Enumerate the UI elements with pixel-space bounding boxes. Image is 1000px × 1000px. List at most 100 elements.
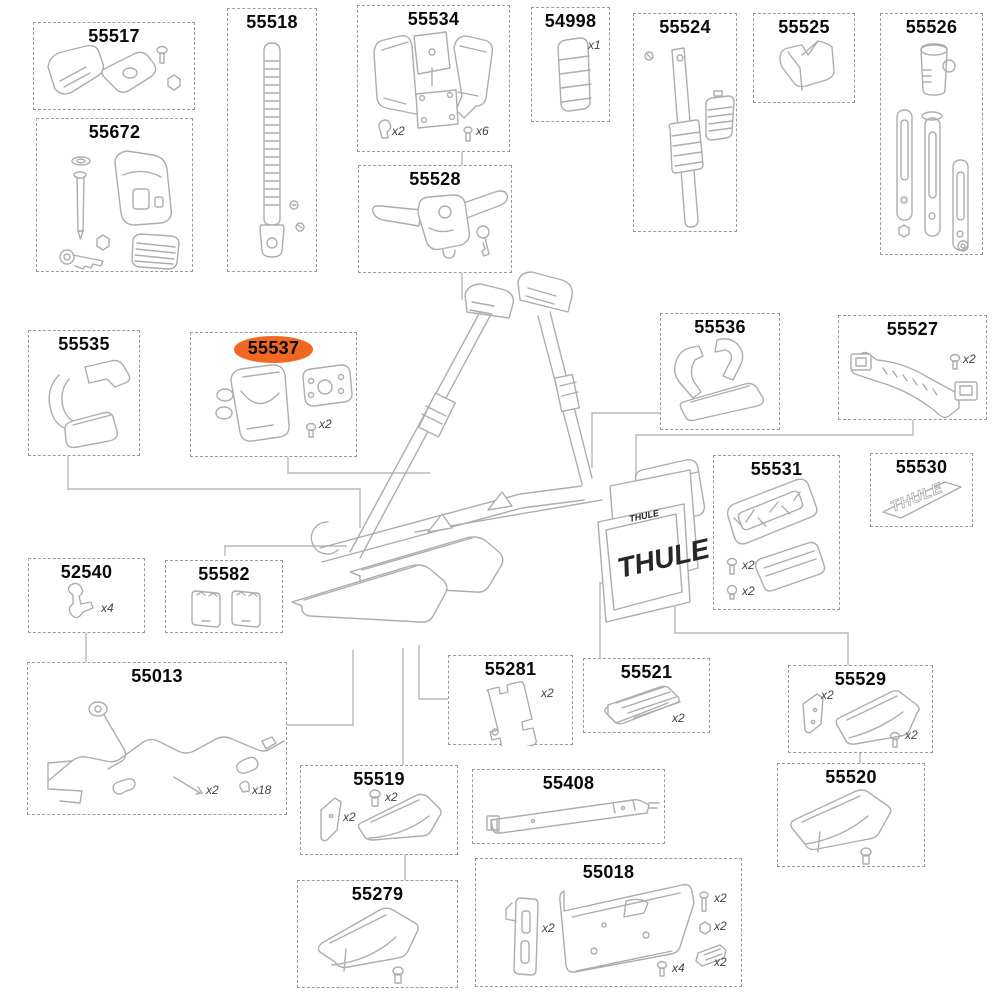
part-55530-drawing: THULE	[882, 479, 962, 519]
part-number-label-highlighted: 55537	[191, 336, 356, 363]
part-number-label: 55517	[88, 26, 140, 46]
part-55279-drawing	[317, 907, 419, 984]
part-box-55408[interactable]: 55408	[472, 769, 665, 844]
part-55527-drawing	[850, 351, 978, 419]
part-box-55530[interactable]: 55530 THULE	[870, 453, 973, 527]
part-55521-drawing	[604, 685, 681, 725]
quantity-badge: x4	[672, 961, 685, 975]
part-box-55524[interactable]: 55524	[633, 13, 737, 232]
quantity-badge: x2	[714, 955, 727, 969]
part-55529-drawing	[802, 690, 920, 748]
quantity-badge: x2	[542, 921, 555, 935]
part-box-55534[interactable]: 55534 x2 x6	[357, 5, 510, 152]
part-55582-drawing	[191, 590, 261, 628]
part-number-label: 55535	[58, 334, 110, 354]
quantity-badge: x2	[742, 584, 755, 598]
part-number-label: 55518	[246, 12, 298, 32]
part-box-54998[interactable]: 54998 x1	[531, 7, 610, 122]
part-number-label: 55531	[750, 459, 803, 479]
part-box-55279[interactable]: 55279	[297, 880, 458, 988]
quantity-badge: x1	[588, 38, 601, 52]
part-box-55528[interactable]: 55528	[358, 165, 512, 273]
part-number-label: 55528	[409, 169, 461, 189]
quantity-badge: x2	[541, 686, 554, 700]
part-box-55519[interactable]: 55519 x2 x2	[300, 765, 458, 855]
part-number-label: 55279	[351, 884, 404, 904]
quantity-badge: x2	[385, 790, 398, 804]
quantity-badge: x6	[476, 124, 489, 138]
part-number-label: 55013	[131, 666, 183, 686]
part-box-55536[interactable]: 55536	[660, 313, 780, 430]
part-box-55672[interactable]: 55672	[36, 118, 193, 272]
quantity-badge: x2	[963, 352, 976, 366]
part-box-55517[interactable]: 55517	[33, 22, 195, 110]
part-box-55531[interactable]: 55531 x2 x2	[713, 455, 840, 610]
part-55531-drawing	[726, 478, 826, 600]
part-55517-drawing	[47, 44, 181, 95]
quantity-badge: x2	[821, 688, 834, 702]
quantity-badge: x18	[252, 783, 272, 797]
part-52540-drawing	[67, 582, 94, 619]
part-number-label: 55519	[353, 769, 405, 789]
part-number-label: 55534	[407, 9, 460, 29]
quantity-badge: x2	[714, 919, 727, 933]
part-55528-drawing	[371, 190, 509, 259]
part-number-label: 55582	[198, 564, 250, 584]
part-54998-drawing	[557, 37, 592, 112]
part-box-55520[interactable]: 55520	[777, 763, 925, 867]
part-box-55582[interactable]: 55582	[165, 560, 283, 633]
quantity-badge: x2	[672, 711, 685, 725]
part-55013-drawing	[47, 701, 285, 804]
part-55408-drawing	[486, 798, 660, 834]
part-number-label: 55281	[484, 659, 537, 679]
part-55535-drawing	[48, 359, 131, 449]
part-55525-drawing	[779, 40, 835, 91]
part-number-label: 55408	[542, 773, 595, 793]
part-55672-drawing	[59, 150, 180, 270]
part-number-label: 52540	[60, 562, 113, 582]
part-number-label: 55524	[659, 17, 711, 37]
quantity-badge: x4	[101, 601, 114, 615]
quantity-badge: x2	[742, 558, 755, 572]
part-number-label: 55527	[886, 319, 939, 339]
part-number-label: 55525	[778, 17, 830, 37]
part-55534-drawing	[373, 31, 494, 142]
part-box-55018[interactable]: 55018 x2 x2 x2 x4 x2	[475, 858, 742, 987]
part-box-55281[interactable]: 55281 x2	[448, 655, 573, 746]
part-box-55525[interactable]: 55525	[753, 13, 855, 103]
part-55518-drawing	[259, 42, 305, 258]
part-box-55013[interactable]: 55013 x2 x18	[27, 662, 287, 815]
part-number-label: 54998	[544, 11, 597, 31]
part-55524-drawing	[644, 47, 735, 228]
quantity-badge: x2	[905, 728, 918, 742]
part-number-label: 55530	[895, 457, 948, 477]
part-55519-drawing	[320, 789, 442, 842]
part-55536-drawing	[673, 338, 765, 422]
part-box-55537[interactable]: 55537 x2	[190, 332, 357, 457]
quantity-badge: x2	[206, 783, 219, 797]
quantity-badge: x2	[319, 417, 332, 431]
highlight-ellipse: 55537	[233, 336, 314, 363]
part-55281-drawing	[486, 681, 537, 746]
quantity-badge: x2	[392, 124, 405, 138]
part-box-52540[interactable]: 52540 x4	[28, 558, 145, 633]
part-number-label: 55018	[582, 862, 635, 882]
part-box-55535[interactable]: 55535	[28, 330, 140, 456]
part-number-label: 55520	[825, 767, 877, 787]
part-number-label: 55526	[905, 17, 958, 37]
part-box-55526[interactable]: 55526	[880, 13, 983, 255]
part-55018-drawing	[505, 883, 727, 977]
part-55526-drawing	[896, 43, 969, 252]
part-55520-drawing	[790, 789, 892, 865]
part-number-label: 55672	[88, 122, 141, 142]
part-box-55529[interactable]: 55529 x2 x2	[788, 665, 933, 753]
part-number-label: 55521	[620, 662, 673, 682]
part-box-55518[interactable]: 55518	[227, 8, 317, 272]
part-number-label: 55536	[694, 317, 746, 337]
main-assembly-drawing: THULE THULE	[291, 271, 710, 623]
part-box-55527[interactable]: 55527 x2	[838, 315, 987, 420]
quantity-badge: x2	[343, 810, 356, 824]
part-box-55521[interactable]: 55521 x2	[583, 658, 710, 733]
quantity-badge: x2	[714, 891, 727, 905]
